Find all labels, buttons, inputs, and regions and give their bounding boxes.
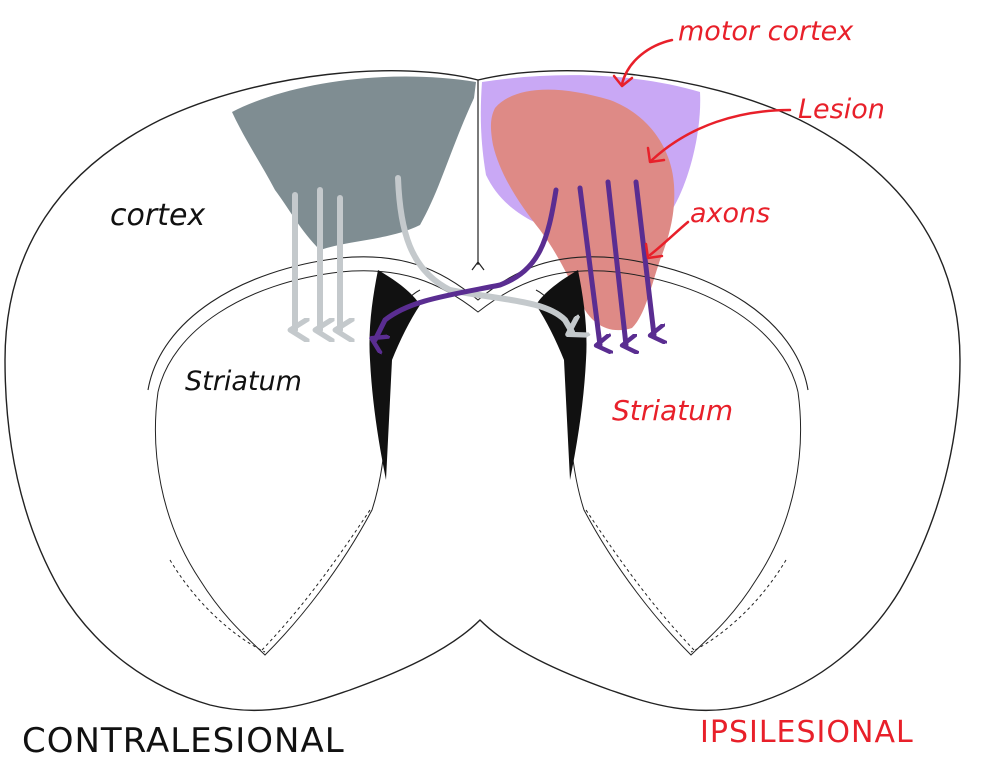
right-striatum-label: Striatum	[612, 394, 733, 427]
brain-outline	[5, 71, 960, 711]
motor-cortex-label: motor cortex	[678, 16, 854, 47]
lesion-label: Lesion	[798, 94, 885, 125]
axons-label: axons	[690, 198, 770, 229]
cortex-label: cortex	[110, 198, 205, 233]
contralesional-label: CONTRALESIONAL	[22, 721, 345, 761]
ipsilesional-label: IPSILESIONAL	[700, 715, 914, 750]
left-striatum-label: Striatum	[185, 366, 302, 397]
